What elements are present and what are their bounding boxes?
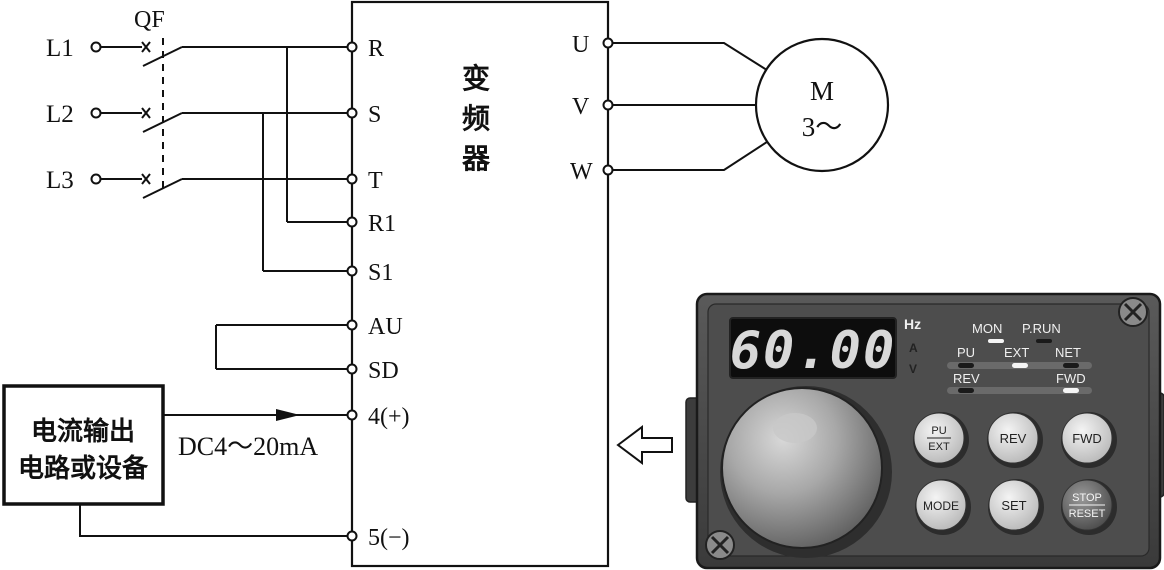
motor-label-m: M xyxy=(810,76,834,106)
source-box-line-1: 电流输出 xyxy=(31,416,135,447)
screw-icon xyxy=(1118,297,1148,327)
hollow-arrow-icon xyxy=(616,425,673,465)
pu-ext-button-top-label: PU xyxy=(931,425,946,437)
indicator-mon-led xyxy=(988,339,1004,343)
inverter-terminals-left xyxy=(346,41,358,542)
signal-arrow xyxy=(276,409,300,421)
unit-v-label: V xyxy=(909,362,917,376)
indicator-net-label: NET xyxy=(1055,345,1081,360)
set-button-label: SET xyxy=(1001,498,1026,513)
unit-a-label: A xyxy=(909,341,918,355)
terminal-r-label: R xyxy=(368,36,384,62)
inverter-title-char-1: 变 xyxy=(462,62,490,95)
terminal-4-label: 4(+) xyxy=(368,404,410,430)
indicator-ext-led xyxy=(1012,363,1028,368)
indicator-fwd-led xyxy=(1063,388,1079,393)
terminal-au-label: AU xyxy=(368,314,403,340)
indicator-net-led xyxy=(1063,363,1079,368)
input-l3-label: L3 xyxy=(46,167,74,194)
indicator-pu-led xyxy=(958,363,974,368)
indicator-prun-label: P.RUN xyxy=(1022,321,1061,336)
indicator-prun-led xyxy=(1036,339,1052,343)
led-display-value: 60.00 xyxy=(730,321,897,381)
control-power-wires xyxy=(215,47,352,370)
indicator-fwd-label: FWD xyxy=(1056,371,1086,386)
pu-ext-button-bottom-label: EXT xyxy=(928,441,950,453)
terminal-s-label: S xyxy=(368,102,381,128)
inverter-title-char-3: 器 xyxy=(461,142,491,175)
operation-panel: 60.00 Hz A V MON P.RUN PU EXT NET REV FW… xyxy=(685,292,1164,570)
indicator-pu-label: PU xyxy=(957,345,975,360)
input-l2-label: L2 xyxy=(46,101,74,128)
signal-wires xyxy=(79,414,348,537)
indicator-ext-label: EXT xyxy=(1004,345,1029,360)
terminal-s1-label: S1 xyxy=(368,260,393,286)
rev-button-label: REV xyxy=(1000,431,1027,446)
breaker-label: QF xyxy=(134,7,165,33)
terminal-sd-label: SD xyxy=(368,358,399,384)
terminal-w-label: W xyxy=(570,159,593,185)
terminal-t-label: T xyxy=(368,168,383,194)
mode-button[interactable]: MODE xyxy=(915,479,971,535)
current-source-box xyxy=(2,384,165,506)
stop-reset-button[interactable]: STOP RESET xyxy=(1061,479,1117,535)
led-display xyxy=(729,317,897,379)
indicator-mon-label: MON xyxy=(972,321,1002,336)
motor-symbol xyxy=(754,37,890,173)
rev-button[interactable]: REV xyxy=(987,412,1043,468)
motor-wires xyxy=(612,42,771,171)
pu-ext-button[interactable]: PU EXT xyxy=(913,412,969,468)
indicator-rev-label: REV xyxy=(953,371,980,386)
set-button[interactable]: SET xyxy=(988,479,1044,535)
inverter-terminals-right xyxy=(602,37,614,176)
inverter-body xyxy=(350,0,610,568)
terminal-v-label: V xyxy=(572,94,590,120)
inverter-title-char-2: 频 xyxy=(462,102,490,135)
terminal-5-label: 5(−) xyxy=(368,525,410,551)
mode-button-label: MODE xyxy=(923,499,959,513)
circuit-breaker-qf xyxy=(90,38,352,199)
motor-label-3ph: 3～ xyxy=(802,112,843,142)
source-box-line-2: 电路或设备 xyxy=(18,453,149,484)
unit-hz-label: Hz xyxy=(904,316,921,332)
signal-label: DC4～20mA xyxy=(178,432,318,461)
indicator-rev-led xyxy=(958,388,974,393)
setting-dial[interactable] xyxy=(720,386,892,558)
fwd-button[interactable]: FWD xyxy=(1061,412,1117,468)
fwd-button-label: FWD xyxy=(1072,431,1102,446)
reset-button-label: RESET xyxy=(1069,508,1106,520)
terminal-r1-label: R1 xyxy=(368,211,396,237)
terminal-u-label: U xyxy=(572,32,589,58)
indicator-direction-bar xyxy=(947,387,1092,394)
screw-icon xyxy=(705,530,735,560)
stop-button-label: STOP xyxy=(1072,492,1102,504)
input-l1-label: L1 xyxy=(46,35,74,62)
